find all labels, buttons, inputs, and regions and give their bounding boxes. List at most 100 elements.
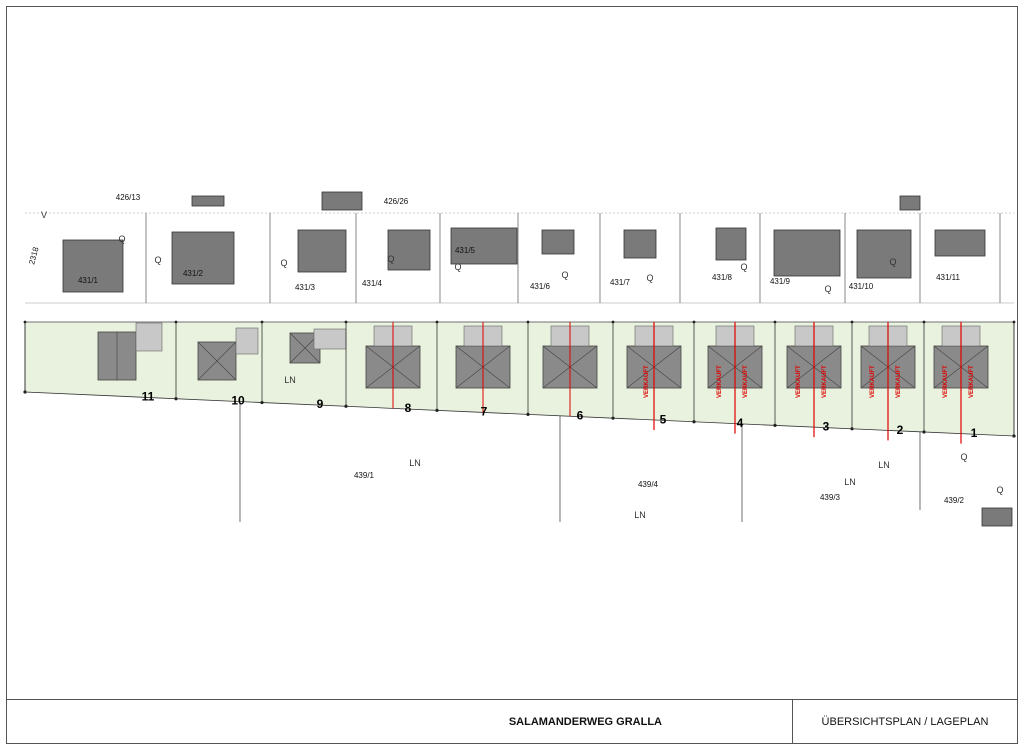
existing-building-431/8 (715, 227, 747, 261)
roof-ridge (455, 366, 484, 389)
roof-ridge (455, 345, 484, 368)
parcel-label-431/3: 431/3 (295, 283, 316, 292)
boundary-point-4 (435, 408, 439, 412)
road-point-5 (526, 320, 530, 324)
land-use-label: Q (118, 234, 125, 244)
sold-label-5: VERKAUFT (644, 365, 650, 398)
road-point-1 (174, 320, 178, 324)
roof-ridge (860, 345, 889, 368)
land-use-label: LN (409, 458, 421, 468)
parcel-label-431/10: 431/10 (849, 282, 874, 291)
house-lot-11 (97, 322, 163, 381)
roof-ridge (197, 360, 218, 381)
roof-ridge (933, 366, 962, 389)
project-title: SALAMANDERWEG GRALLA (508, 716, 662, 728)
parcel-label-431/6: 431/6 (530, 282, 551, 291)
roof-ridge (482, 366, 511, 389)
boundary-point-5 (526, 412, 530, 416)
road-point-2 (260, 320, 264, 324)
roof-ridge (365, 366, 394, 389)
boundary-point-7 (692, 420, 696, 424)
roof-ridge (933, 345, 962, 368)
parcel-label-2318: 2318 (27, 245, 40, 265)
land-use-label: Q (889, 257, 896, 267)
existing-building-431/10 (856, 229, 912, 279)
land-use-label: Q (996, 485, 1003, 495)
roof-ridge (786, 345, 815, 368)
road-point-3 (344, 320, 348, 324)
roof-ridge (813, 345, 842, 368)
parcel-label-431/4: 431/4 (362, 279, 383, 288)
land-use-label: V (41, 210, 47, 220)
existing-building (321, 191, 363, 211)
sold-label-1: VERKAUFT (943, 365, 949, 398)
land-use-label: LN (284, 375, 296, 385)
land-use-label: LN (634, 510, 646, 520)
boundary-point-3 (344, 404, 348, 408)
lot-number-7: 7 (481, 404, 488, 418)
land-use-label: Q (387, 254, 394, 264)
parcel-label-439/2: 439/2 (944, 496, 965, 505)
land-use-label: Q (454, 262, 461, 272)
road-point-4 (435, 320, 439, 324)
land-use-label: Q (561, 270, 568, 280)
boundary-point-6 (611, 416, 615, 420)
lot-number-8: 8 (405, 401, 412, 415)
boundary-point-11 (1012, 434, 1016, 438)
roof-ridge (734, 345, 763, 368)
land-use-label: Q (824, 284, 831, 294)
land-use-label: LN (878, 460, 890, 470)
parcel-label-439/4: 439/4 (638, 480, 659, 489)
roof-ridge (216, 341, 237, 362)
roof-ridge (887, 366, 916, 389)
plan-type-title: ÜBERSICHTSPLAN / LAGEPLAN (821, 716, 989, 728)
lot-number-3: 3 (823, 420, 830, 434)
lot-number-2: 2 (897, 423, 904, 437)
parcel-label-439/3: 439/3 (820, 493, 841, 502)
boundary-point-0 (23, 390, 27, 394)
lot-number-5: 5 (660, 412, 667, 426)
existing-building-431/6 (541, 229, 575, 255)
lot-number-6: 6 (577, 409, 584, 423)
road-point-7 (692, 320, 696, 324)
existing-building-431/7 (623, 229, 657, 259)
house-lot-10 (197, 327, 259, 381)
sold-label-1: VERKAUFT (969, 365, 975, 398)
title-block-divider (792, 700, 793, 743)
lot-number-9: 9 (317, 397, 324, 411)
roof-ridge (542, 345, 571, 368)
roof-ridge (482, 345, 511, 368)
land-use-label: Q (646, 273, 653, 283)
parcel-label-431/1: 431/1 (78, 276, 99, 285)
garage (235, 327, 259, 355)
road-point-0 (23, 320, 27, 324)
garage (135, 322, 163, 352)
parcel-label-431/8: 431/8 (712, 273, 733, 282)
roof-ridge (392, 366, 421, 389)
lot-number-4: 4 (737, 416, 744, 430)
roof-ridge (392, 345, 421, 368)
parcel-label-431/9: 431/9 (770, 277, 791, 286)
roof-ridge (960, 366, 989, 389)
existing-building-431/9 (773, 229, 841, 277)
existing-building (981, 507, 1013, 527)
roof-ridge (289, 347, 306, 364)
land-use-label: Q (740, 262, 747, 272)
lot-number-10: 10 (231, 393, 245, 407)
boundary-point-1 (174, 397, 178, 401)
boundary-point-9 (850, 427, 854, 431)
roof-ridge (734, 366, 763, 389)
existing-building-431/1 (62, 239, 124, 293)
garage (313, 328, 347, 350)
land-use-label: Q (280, 258, 287, 268)
boundary-point-2 (260, 400, 264, 405)
roof-ridge (707, 345, 736, 368)
parcel-label-426/26: 426/26 (384, 197, 409, 206)
road-point-11 (1012, 320, 1016, 324)
roof-ridge (653, 366, 682, 389)
roof-ridge (289, 332, 306, 349)
roof-ridge (197, 341, 218, 362)
roof-ridge (216, 360, 237, 381)
roof-ridge (960, 345, 989, 368)
